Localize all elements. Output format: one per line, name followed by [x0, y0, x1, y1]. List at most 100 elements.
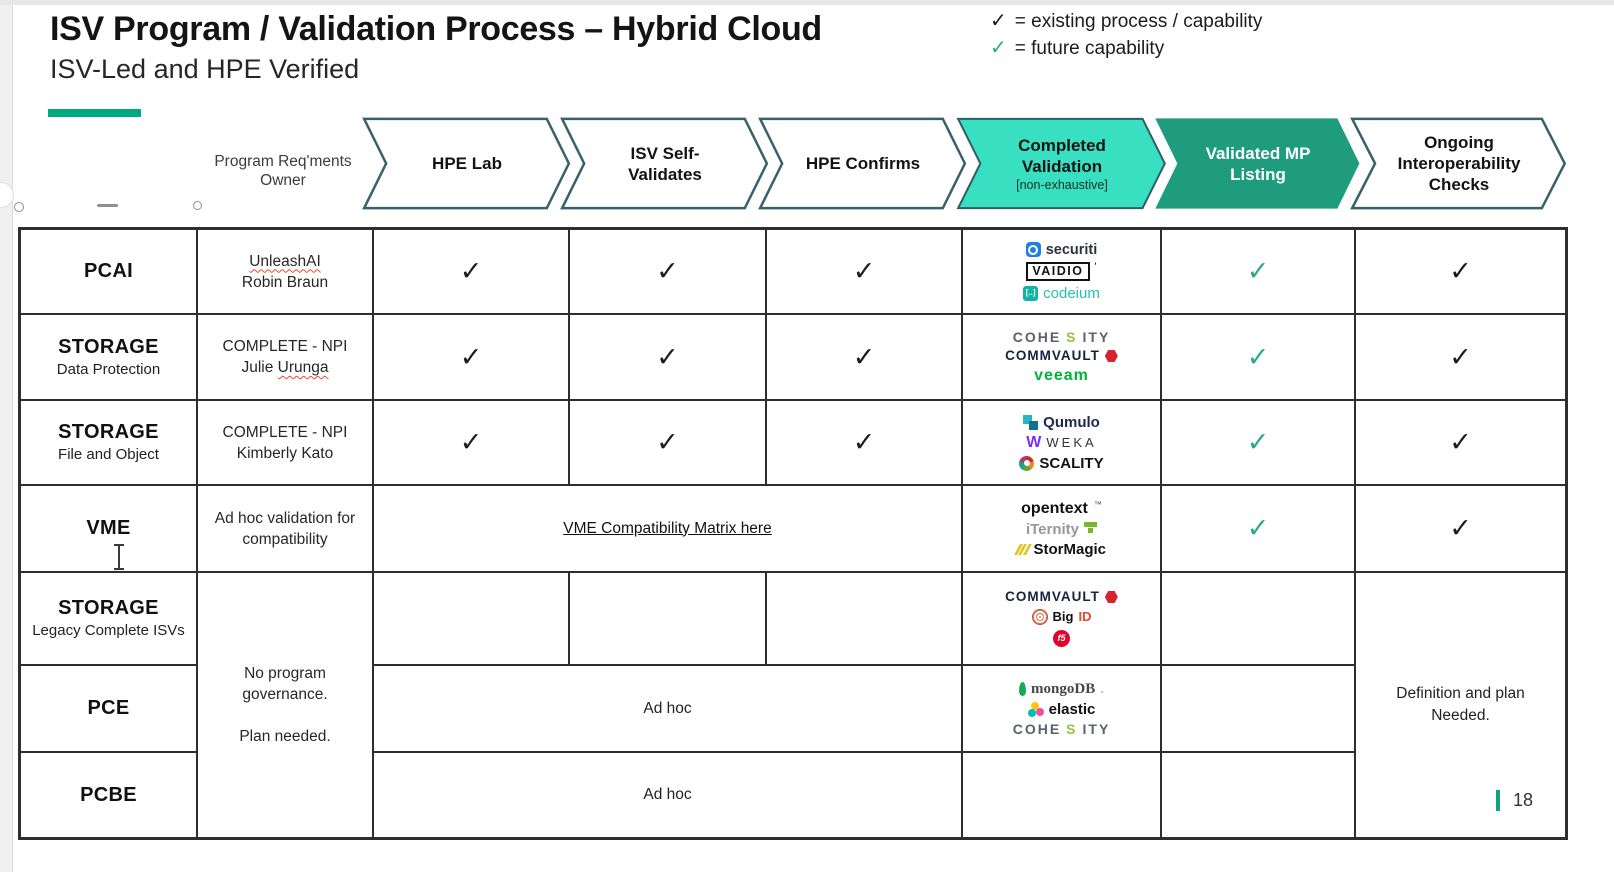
qumulo-icon	[1023, 414, 1039, 430]
commvault-icon	[1104, 350, 1118, 362]
owner-line: Robin Braun	[241, 273, 329, 291]
process-step-validated-mp-listing: Validated MP Listing	[1154, 117, 1362, 210]
legend-existing: ✓ = existing process / capability	[990, 8, 1262, 35]
process-step-hpe-confirms: HPE Confirms	[758, 117, 968, 210]
owner-line: COMPLETE - NPI	[222, 338, 348, 355]
check-cell: ✓	[767, 401, 961, 484]
page-number: 18	[1495, 790, 1533, 811]
commvault-logo: COMMVAULT	[1005, 590, 1118, 604]
green-check-icon: ✓	[1246, 513, 1270, 543]
check-cell: ✓	[1356, 230, 1565, 313]
category-label: PCE	[87, 697, 130, 719]
owner-note: No program governance. Plan needed.	[239, 665, 331, 745]
empty-cell	[374, 573, 568, 664]
check-cell: ✓	[570, 230, 765, 313]
owner-line: UnleashAI	[249, 252, 321, 270]
black-check-icon: ✓	[459, 256, 483, 286]
black-check-icon: ✓	[656, 256, 679, 286]
check-cell: ✓	[1162, 315, 1354, 399]
chevron-shape-icon	[956, 117, 1168, 210]
check-cell: ✓	[1356, 401, 1565, 484]
codeium-logo: [..] codeium	[1023, 285, 1100, 301]
validated-isv-logos-vme: opentext ™ iTernity StorMagic	[963, 486, 1160, 571]
category-cell-pcai: PCAI	[21, 230, 196, 313]
category-cell-pce: PCE	[21, 666, 196, 751]
bigid-fingerprint-icon	[1031, 608, 1048, 625]
opentext-logo: opentext ™	[1021, 499, 1102, 517]
check-cell: ✓	[767, 315, 961, 399]
slide-left-margin	[0, 5, 13, 872]
vaidio-logo: VAIDIO '	[1026, 262, 1097, 281]
category-cell-storage-legacy: STORAGE Legacy Complete ISVs	[21, 573, 196, 664]
process-step-isv-self-validates: ISV Self- Validates	[560, 117, 770, 210]
black-check-icon: ✓	[656, 341, 679, 372]
owner-line: Ad hoc validation for compatibility	[214, 509, 356, 548]
empty-cell	[767, 573, 961, 664]
black-check-icon: ✓	[1449, 256, 1472, 286]
owner-cell-storage-fo: COMPLETE - NPI Kimberly Kato	[198, 401, 372, 484]
validated-isv-logos-storage-fo: Qumulo W WEKA SCALITY	[963, 401, 1160, 484]
owner-line: Julie	[241, 359, 274, 376]
check-cell: ✓	[570, 401, 765, 484]
process-step-label: Completed Validation	[1018, 136, 1106, 176]
iternity-logo: iTernity	[1026, 521, 1098, 537]
black-check-icon: ✓	[1449, 427, 1472, 457]
weka-logo: W WEKA	[1026, 433, 1097, 451]
adhoc-cell-pcbe: Ad hoc	[374, 753, 961, 837]
green-check-icon: ✓	[1246, 256, 1270, 286]
legend: ✓ = existing process / capability ✓ = fu…	[990, 8, 1262, 62]
category-label: PCAI	[84, 260, 133, 282]
elastic-icon	[1027, 701, 1044, 717]
validated-isv-logos-pcai: securiti VAIDIO ' [..] codeium	[963, 230, 1160, 313]
process-step-ongoing-interoperability: Ongoing Interoperability Checks	[1350, 117, 1568, 210]
process-step-hpe-lab: HPE Lab	[362, 117, 572, 210]
mongodb-logo: mongoDB.	[1019, 681, 1104, 697]
check-cell: ✓	[1162, 486, 1354, 571]
category-label: STORAGE	[58, 421, 159, 443]
adhoc-label: Ad hoc	[643, 699, 692, 717]
commvault-icon	[1104, 591, 1118, 603]
elastic-logo: elastic	[1027, 701, 1095, 717]
check-cell: ✓	[570, 315, 765, 399]
black-check-icon: ✓	[1449, 341, 1472, 372]
category-label: VME	[86, 517, 131, 539]
process-step-label: HPE Confirms	[805, 154, 921, 173]
legend-future: ✓ = future capability	[990, 35, 1262, 62]
category-label: PCBE	[80, 783, 137, 806]
empty-cell	[1162, 573, 1354, 664]
text-cursor-ibeam	[112, 544, 126, 570]
chevron-shape-icon	[1350, 117, 1568, 210]
owner-line: COMPLETE - NPI	[222, 423, 348, 441]
adhoc-label: Ad hoc	[643, 786, 692, 803]
chevron-shape-icon	[758, 117, 968, 210]
check-cell: ✓	[1162, 401, 1354, 484]
black-check-icon: ✓	[852, 256, 876, 286]
empty-cell	[1162, 753, 1354, 837]
category-label: STORAGE	[58, 335, 159, 358]
adhoc-cell-pce: Ad hoc	[374, 666, 961, 751]
securiti-logo: securiti	[1025, 242, 1097, 258]
empty-cell	[963, 753, 1160, 837]
green-check-icon: ✓	[1246, 341, 1270, 372]
page-subtitle: ISV-Led and HPE Verified	[50, 54, 360, 84]
securiti-icon	[1025, 242, 1041, 258]
veeam-logo: veeam	[1034, 366, 1089, 384]
process-step-label: HPE Lab	[432, 154, 502, 173]
accent-bar	[48, 109, 141, 117]
mongodb-leaf-icon	[1019, 682, 1027, 696]
f5-icon: f5	[1053, 629, 1070, 647]
owner-cell-pcai: UnleashAI Robin Braun	[198, 230, 372, 313]
chevron-shape-icon	[1154, 117, 1362, 210]
process-step-label: Validated MP Listing	[1205, 143, 1311, 184]
vme-compatibility-matrix-link[interactable]: VME Compatibility Matrix here	[563, 519, 772, 537]
page-title: ISV Program / Validation Process – Hybri…	[50, 10, 822, 48]
page-number-bar	[1495, 790, 1500, 811]
check-cell: ✓	[374, 230, 568, 313]
check-cell: ✓	[1356, 486, 1565, 571]
qumulo-logo: Qumulo	[1023, 414, 1100, 430]
green-check-icon: ✓	[1246, 427, 1270, 457]
